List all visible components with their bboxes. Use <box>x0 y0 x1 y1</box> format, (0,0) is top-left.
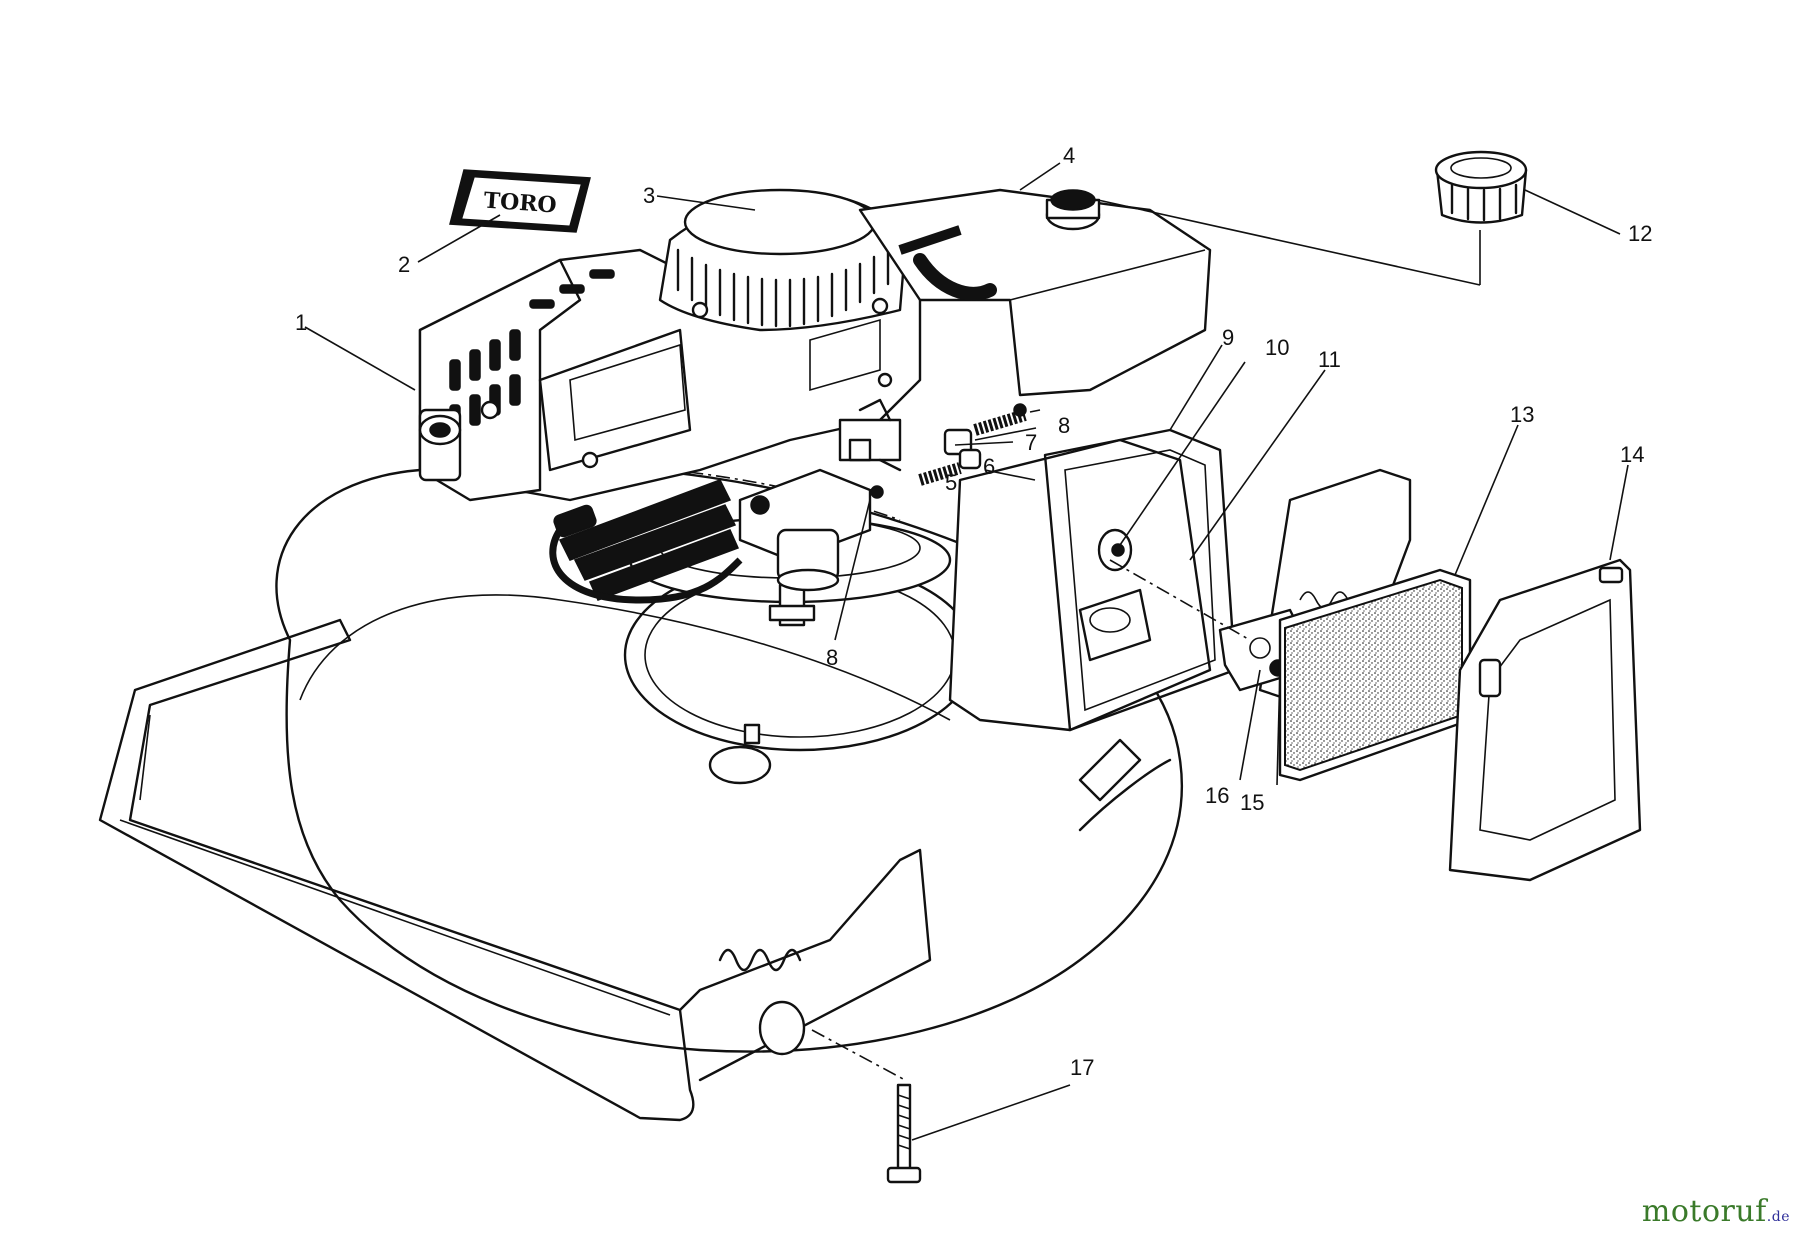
callout-3: 3 <box>643 183 655 208</box>
callout-4: 4 <box>1063 143 1075 168</box>
fuel-tank <box>858 188 1212 397</box>
callout-6: 6 <box>983 454 995 479</box>
watermark-tld: .de <box>1766 1209 1790 1225</box>
watermark-main: motoruf <box>1641 1194 1767 1229</box>
callout-17: 17 <box>1070 1055 1094 1080</box>
toro-decal: TORO <box>449 169 591 233</box>
air-cleaner-body <box>948 428 1307 732</box>
callout-10: 10 <box>1265 335 1289 360</box>
leader-lines <box>304 162 1629 1141</box>
vent-slots <box>449 269 615 436</box>
bolt <box>886 1083 922 1184</box>
callout-8-lower: 8 <box>826 645 838 670</box>
fuel-cap <box>1434 150 1528 224</box>
callout-7: 7 <box>1025 430 1037 455</box>
callout-8-upper: 8 <box>1058 413 1070 438</box>
air-cleaner-cover <box>1448 558 1642 882</box>
callout-13: 13 <box>1510 402 1534 427</box>
callout-5: 5 <box>945 470 957 495</box>
callout-16: 16 <box>1205 783 1229 808</box>
callout-9: 9 <box>1222 325 1234 350</box>
engine-assembly <box>418 188 1212 627</box>
callout-labels: 1 2 3 4 5 6 7 8 8 9 10 11 12 13 14 15 16… <box>295 143 1652 1080</box>
carburetor <box>738 398 902 592</box>
callout-15: 15 <box>1240 790 1264 815</box>
callout-11: 11 <box>1318 347 1341 372</box>
callout-1: 1 <box>295 310 307 335</box>
callout-12: 12 <box>1628 221 1652 246</box>
cylinder-fins <box>558 479 740 601</box>
callout-2: 2 <box>398 252 410 277</box>
callout-14: 14 <box>1620 442 1644 467</box>
watermark: motoruf.de <box>1642 1194 1790 1229</box>
toro-logo-text: TORO <box>483 187 558 218</box>
